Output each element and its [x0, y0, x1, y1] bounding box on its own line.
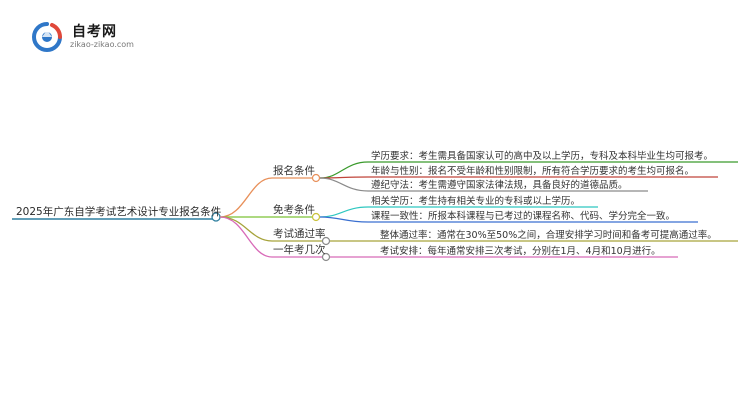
logo-domain: zikao-zikao.com: [70, 40, 134, 49]
leaf-course-consistency: 课程一致性：所报本科课程与已考过的课程名称、代码、学分完全一致。: [371, 210, 675, 222]
edge-root-branch-4: [219, 216, 273, 258]
branch-label: 考试通过率: [273, 227, 326, 240]
logo-mark-icon: [32, 22, 62, 52]
edge-root-branch-3: [219, 216, 273, 242]
leaf-related-degree: 相关学历：考生持有相关专业的专科或以上学历。: [371, 195, 580, 207]
branch-label: 免考条件: [273, 203, 315, 216]
branch-node[interactable]: [321, 252, 331, 262]
branch-node[interactable]: [311, 212, 321, 222]
branch-exemption[interactable]: 免考条件 相关学历：考生持有相关专业的专科或以上学历。 课程一致性：所报本科课程…: [272, 195, 698, 223]
branch-registration[interactable]: 报名条件 学历要求：考生需具备国家认可的高中及以上学历，专科及本科毕业生均可报考…: [272, 150, 738, 192]
leaf-law-abiding: 遵纪守法：考生需遵守国家法律法规，具备良好的道德品质。: [371, 179, 628, 191]
site-logo[interactable]: 自考网 zikao-zikao.com: [30, 20, 140, 54]
leaf-exam-schedule: 考试安排：每年通常安排三次考试，分别在1月、4月和10月进行。: [380, 245, 661, 257]
branch-node[interactable]: [311, 173, 321, 183]
branch-node[interactable]: [321, 236, 331, 246]
branch-pass-rate[interactable]: 考试通过率 整体通过率：通常在30%至50%之间，合理安排学习时间和备考可提高通…: [272, 227, 738, 246]
branch-label: 一年考几次: [273, 243, 326, 256]
branch-label: 报名条件: [273, 164, 315, 177]
leaf-education-requirement: 学历要求：考生需具备国家认可的高中及以上学历，专科及本科毕业生均可报考。: [371, 150, 713, 162]
leaf-age-gender: 年龄与性别：报名不受年龄和性别限制，所有符合学历要求的考生均可报名。: [371, 165, 694, 177]
leaf-overall-pass-rate: 整体通过率：通常在30%至50%之间，合理安排学习时间和备考可提高通过率。: [380, 229, 717, 241]
logo-name: 自考网: [72, 24, 117, 40]
branch-exam-frequency[interactable]: 一年考几次 考试安排：每年通常安排三次考试，分别在1月、4月和10月进行。: [272, 243, 678, 262]
edge-root-branch-1: [219, 177, 273, 218]
root-label: 2025年广东自学考试艺术设计专业报名条件: [16, 205, 221, 218]
